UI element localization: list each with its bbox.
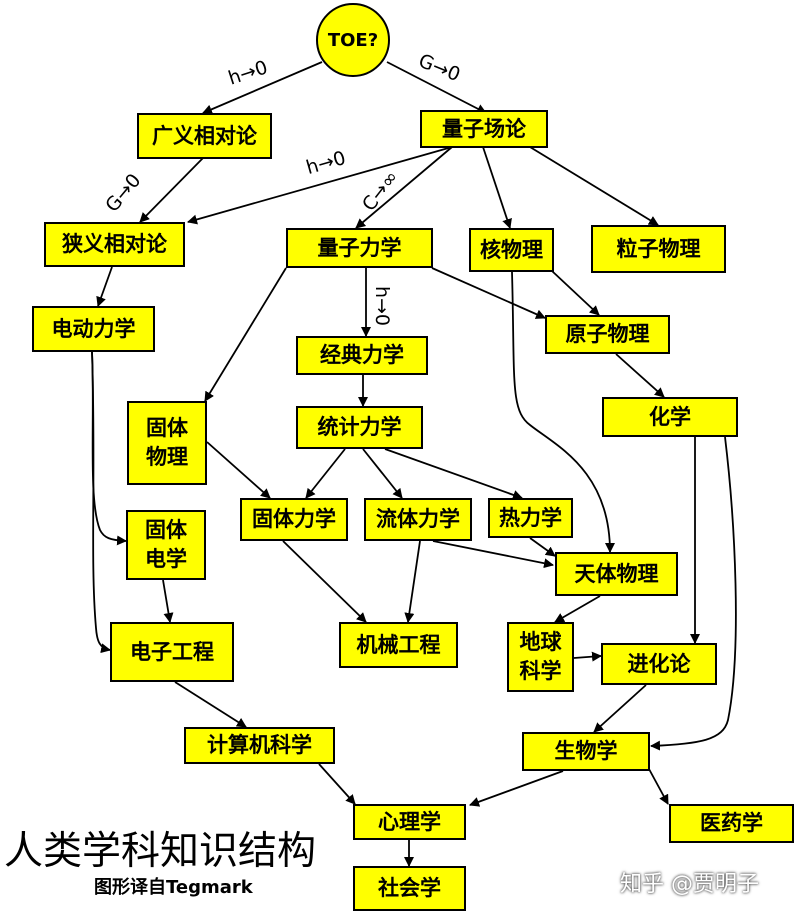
node-atomic-physics: 原子物理	[545, 315, 670, 354]
node-label-line2: 物理	[146, 445, 188, 469]
edge-qm-atomic	[431, 267, 546, 319]
edge-gr-sr	[139, 157, 204, 223]
node-label: 狭义相对论	[62, 232, 167, 256]
edge-astro-earth	[554, 595, 601, 623]
edge-qft-nuclear	[482, 146, 512, 229]
node-particle-physics: 粒子物理	[591, 225, 726, 273]
node-special-relativity: 狭义相对论	[44, 222, 185, 267]
edge-biology-psych	[469, 770, 564, 807]
node-label: 固体力学	[252, 507, 336, 531]
node-label: 社会学	[378, 876, 441, 900]
edge-electro-ee	[91, 351, 111, 654]
node-label: 统计力学	[317, 415, 402, 439]
edge-solidmech-mecheng	[282, 540, 367, 623]
edge-qft-qm	[355, 146, 453, 229]
node-label: 原子物理	[565, 322, 650, 346]
node-fluid-mechanics: 流体力学	[364, 498, 472, 541]
edge-nuclear-astro	[511, 271, 615, 553]
toe-node: TOE?	[316, 3, 390, 77]
node-solid-mechanics: 固体力学	[240, 498, 348, 541]
node-solid-state-physics: 固体 物理	[127, 401, 207, 485]
node-quantum-mechanics: 量子力学	[286, 228, 433, 268]
edge-evolution-biology	[593, 684, 647, 733]
edge-toe-gr	[202, 61, 323, 115]
edge-electro-solidelec	[91, 351, 127, 546]
node-medicine: 医药学	[669, 804, 794, 843]
edge-thermo-astro	[529, 537, 556, 557]
node-label: 核物理	[480, 237, 543, 262]
diagram-subtitle: 图形译自Tegmark	[94, 877, 253, 898]
edge-solidelec-ee	[162, 579, 174, 623]
node-astrophysics: 天体物理	[555, 552, 678, 596]
node-biology: 生物学	[522, 732, 650, 771]
node-label: 广义相对论	[152, 123, 257, 148]
node-label-line2: 科学	[519, 659, 562, 683]
node-label: 量子力学	[317, 235, 402, 260]
node-classical-mechanics: 经典力学	[296, 336, 428, 375]
node-computer-science: 计算机科学	[184, 727, 335, 764]
node-label: 心理学	[378, 809, 441, 834]
node-electrodynamics: 电动力学	[32, 306, 155, 352]
edge-fluid-astro	[432, 540, 554, 569]
edge-qm-solidstate	[204, 267, 287, 402]
edge-stat-fluid	[362, 448, 403, 499]
edge-qft-particle	[529, 146, 659, 226]
node-label: 天体物理	[574, 561, 659, 586]
watermark: 知乎 @贾明子	[620, 872, 759, 897]
node-label: 计算机科学	[207, 733, 312, 757]
edge-earth-evolution	[573, 651, 602, 662]
node-label-line1: 固体	[145, 518, 187, 542]
node-label: 热力学	[499, 505, 562, 530]
node-label-line1: 地球	[519, 630, 562, 654]
edge-biology-medicine	[648, 768, 669, 805]
node-solid-state-electronics: 固体 电学	[126, 510, 206, 580]
node-earth-science: 地球 科学	[507, 622, 574, 692]
node-label: 化学	[649, 404, 691, 429]
node-label: 粒子物理	[616, 236, 701, 261]
edge-stat-thermo	[384, 448, 523, 500]
node-label: 电动力学	[51, 316, 136, 341]
edge-chem-biology	[650, 436, 737, 751]
node-evolution: 进化论	[601, 643, 717, 685]
node-general-relativity: 广义相对论	[137, 113, 272, 159]
node-label: 量子场论	[442, 116, 526, 141]
node-label: 电子工程	[130, 639, 214, 664]
node-label: 流体力学	[376, 507, 460, 531]
node-quantum-field-theory: 量子场论	[420, 110, 548, 148]
node-electrical-engineering: 电子工程	[110, 622, 234, 682]
node-label: 经典力学	[320, 343, 404, 367]
edge-nuclear-atomic	[551, 270, 600, 316]
node-mechanical-engineering: 机械工程	[339, 622, 458, 668]
edge-solidstate-solidmech	[206, 441, 271, 499]
edge-fluid-mecheng	[404, 540, 421, 623]
node-thermodynamics: 热力学	[488, 498, 573, 538]
toe-label: TOE?	[327, 29, 379, 51]
node-chemistry: 化学	[602, 397, 738, 437]
node-psychology: 心理学	[353, 804, 466, 840]
node-label: 进化论	[627, 651, 691, 676]
node-label: 医药学	[700, 811, 763, 835]
node-label: 生物学	[554, 739, 618, 763]
edge-ee-cs	[174, 681, 247, 728]
edge-atomic-chem	[615, 353, 665, 398]
node-sociology: 社会学	[353, 866, 466, 911]
edge-qft-sr	[187, 146, 453, 225]
node-label-line2: 电学	[145, 547, 187, 571]
edge-cs-psych	[318, 763, 356, 805]
node-nuclear-physics: 核物理	[469, 228, 554, 272]
edge-label-h-to-0-classical: h→0	[371, 285, 394, 327]
node-statistical-mechanics: 统计力学	[296, 406, 423, 449]
edge-sr-electro	[96, 266, 113, 307]
node-label-line1: 固体	[146, 416, 188, 440]
edge-toe-qft	[386, 61, 487, 114]
node-label: 机械工程	[356, 632, 441, 657]
diagram-title: 人类学科知识结构	[4, 829, 317, 874]
edge-stat-solidmech	[305, 448, 346, 499]
